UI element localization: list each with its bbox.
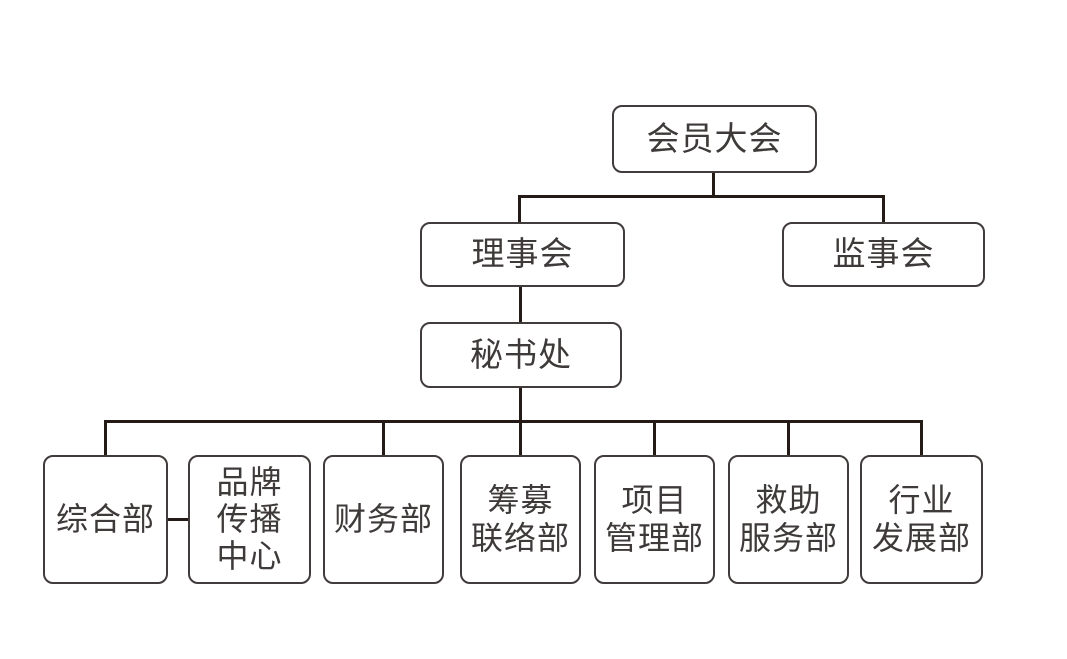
- node-dept-finance-label: 财务部: [333, 500, 433, 537]
- connector-bus-to-finance: [382, 420, 385, 455]
- node-supervisory-board: 监事会: [782, 222, 985, 287]
- node-member-assembly-label: 会员大会: [646, 119, 783, 157]
- node-board-of-directors-label: 理事会: [471, 235, 574, 273]
- node-dept-finance: 财务部: [323, 455, 444, 584]
- connector-bus-to-board: [518, 195, 521, 222]
- node-dept-project-management: 项目 管理部: [594, 455, 715, 584]
- node-dept-rescue-services-label: 救助 服务部: [738, 482, 838, 556]
- connector-departments-bus: [104, 420, 923, 423]
- connector-bus-to-rescue: [787, 420, 790, 455]
- node-dept-project-management-label: 项目 管理部: [604, 482, 704, 556]
- node-dept-brand-communication-center: 品牌 传播 中心: [188, 455, 311, 584]
- node-dept-general-affairs-label: 综合部: [55, 500, 155, 537]
- node-board-of-directors: 理事会: [420, 222, 625, 287]
- connector-general-to-brand: [168, 518, 188, 521]
- connector-assembly-to-bus: [712, 173, 715, 198]
- node-secretariat: 秘书处: [420, 322, 622, 388]
- node-dept-fundraising-liaison: 筹募 联络部: [460, 455, 581, 584]
- connector-bus-to-supervisory: [882, 195, 885, 222]
- connector-board-to-secretariat: [519, 287, 522, 322]
- node-secretariat-label: 秘书处: [470, 335, 572, 373]
- node-dept-general-affairs: 综合部: [43, 455, 168, 584]
- node-member-assembly: 会员大会: [612, 105, 817, 173]
- node-dept-industry-development-label: 行业 发展部: [871, 482, 971, 556]
- node-dept-brand-communication-center-label: 品牌 传播 中心: [216, 463, 283, 575]
- node-supervisory-board-label: 监事会: [832, 235, 935, 273]
- connector-bus-to-general: [104, 420, 107, 455]
- connector-bus-to-industry: [920, 420, 923, 455]
- connector-bus-to-project: [653, 420, 656, 455]
- node-dept-fundraising-liaison-label: 筹募 联络部: [470, 482, 570, 556]
- node-dept-industry-development: 行业 发展部: [860, 455, 983, 584]
- connector-level2-bus: [518, 195, 885, 198]
- node-dept-rescue-services: 救助 服务部: [728, 455, 849, 584]
